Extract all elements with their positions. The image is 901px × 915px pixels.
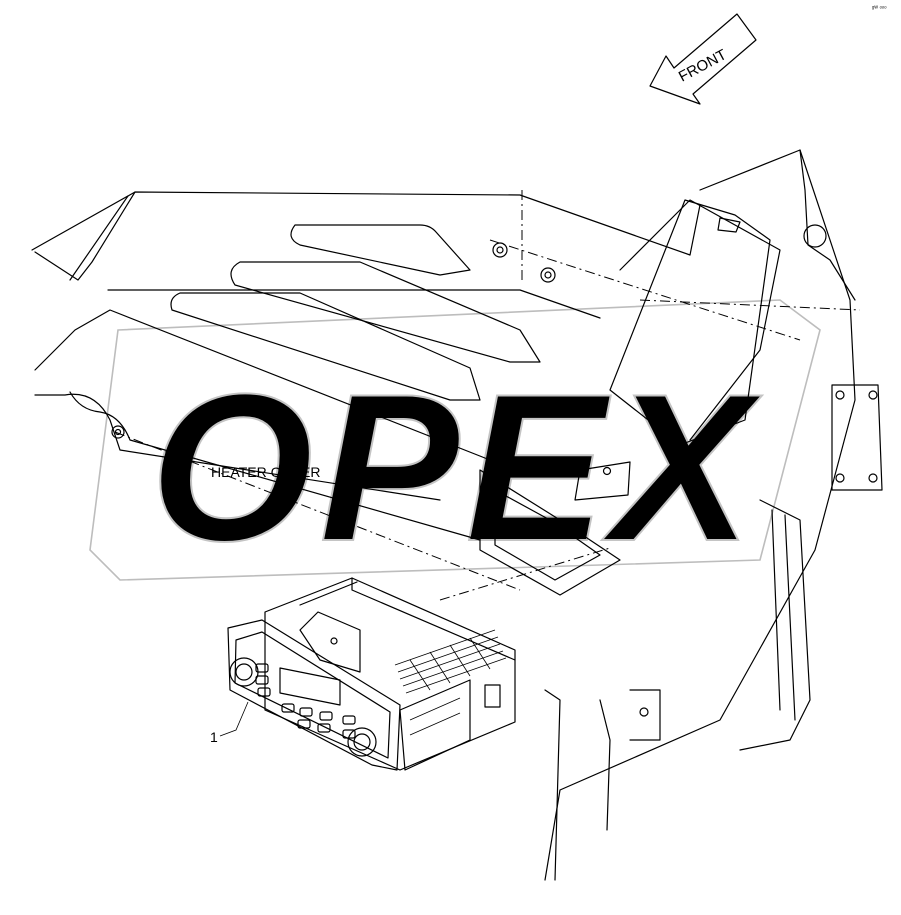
heater-cover xyxy=(31,149,883,881)
heater-cover-label: HEATER COVER xyxy=(211,464,320,480)
watermark-text: OPEX xyxy=(150,350,762,585)
vent-grille xyxy=(394,629,507,694)
left-knob xyxy=(229,657,259,687)
callout-number: 1 xyxy=(210,729,218,745)
watermark: OPEX xyxy=(89,299,821,586)
callout-1: 1 xyxy=(210,701,249,745)
control-buttons xyxy=(255,663,356,739)
front-arrow: FRONT xyxy=(649,13,757,105)
heater-control-unit xyxy=(227,577,516,771)
corner-mark: ᵍᵂ ᵒᵒᵒ xyxy=(872,5,887,12)
right-knob xyxy=(347,727,377,757)
lcd-display xyxy=(279,667,341,706)
front-arrow-label: FRONT xyxy=(676,46,730,85)
